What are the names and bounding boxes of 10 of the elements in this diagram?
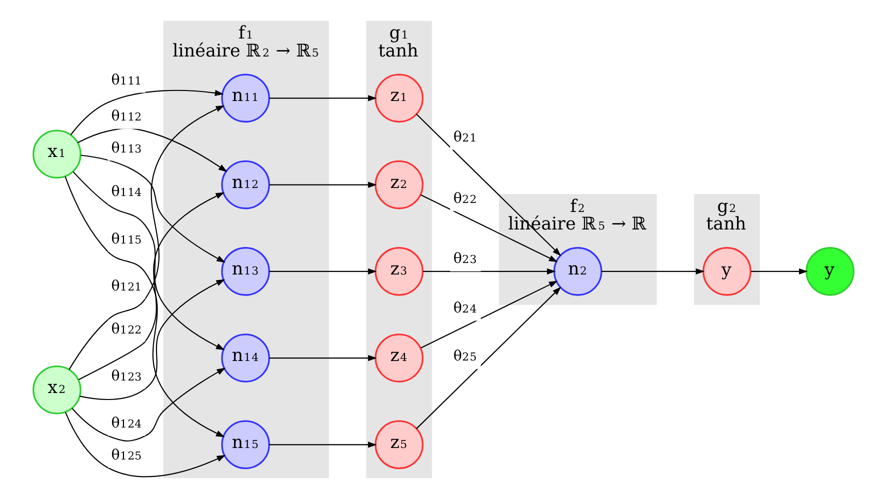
edge-label: θ24	[453, 300, 477, 316]
edge-label: θ122	[111, 321, 142, 338]
edge-label: θ23	[453, 251, 477, 268]
edge-label: θ123	[111, 368, 142, 384]
edge-label: θ22	[453, 190, 477, 207]
edge-label: θ21	[453, 129, 477, 146]
edge-label: θ121	[111, 278, 142, 295]
edge-label: θ125	[111, 447, 142, 464]
edge-label: θ124	[111, 416, 142, 432]
edge-label: θ25	[453, 348, 477, 365]
